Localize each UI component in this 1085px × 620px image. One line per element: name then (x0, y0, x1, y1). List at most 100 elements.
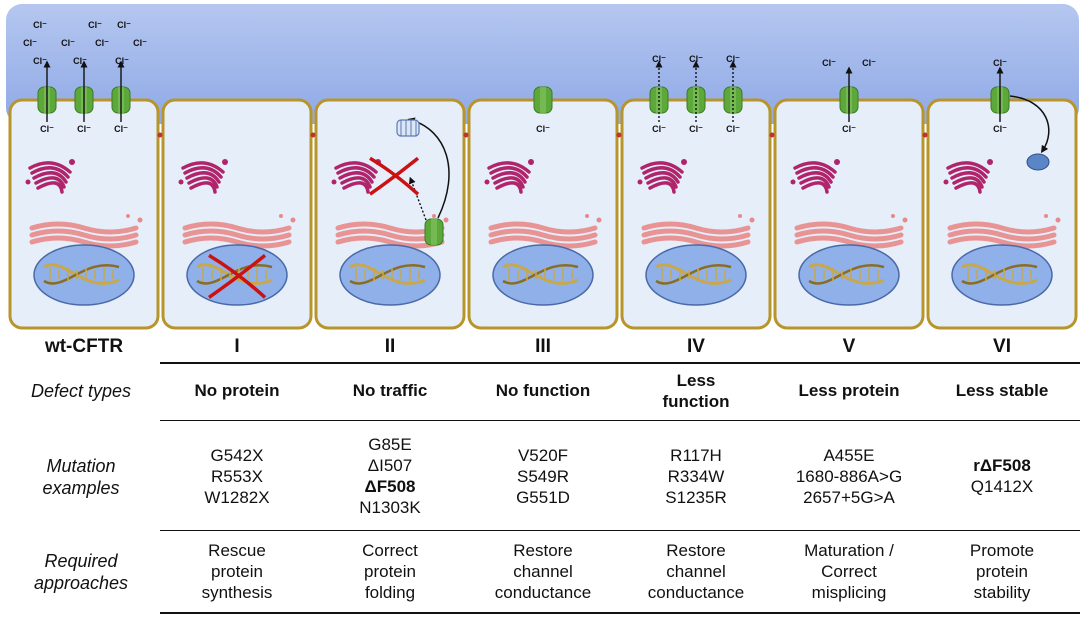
golgi-cisterna (189, 181, 217, 194)
cell-diagram: Cl⁻Cl⁻Cl⁻Cl⁻Cl⁻Cl⁻Cl⁻Cl⁻Cl⁻Cl⁻Cl⁻Cl⁻Cl⁻C… (6, 4, 1079, 330)
er-vesicle (290, 217, 296, 223)
mutation-line: 1680-886A>G (795, 466, 903, 486)
golgi-icon (637, 159, 687, 194)
golgi-cisterna (950, 171, 986, 184)
chloride-ion-label: Cl⁻ (73, 56, 87, 66)
er-membrane (182, 228, 292, 242)
er-membrane (794, 221, 904, 235)
approach-line: stability (973, 583, 1031, 602)
er-membrane (794, 235, 904, 249)
mutation-line: A455E (823, 445, 875, 465)
row-label-mutation-line: Mutation (46, 456, 116, 476)
golgi-cisterna (640, 161, 684, 174)
golgi-cisterna (342, 181, 370, 194)
golgi-cisterna (338, 171, 374, 184)
column-header: II (384, 336, 396, 357)
mutation-line: W1282X (204, 487, 270, 507)
er-vesicle (596, 217, 602, 223)
golgi-vesicle (637, 179, 643, 185)
cell-1 (157, 98, 313, 330)
chloride-ion-label: Cl⁻ (822, 58, 836, 68)
golgi-vesicle (790, 179, 796, 185)
chloride-ion-label: Cl⁻ (726, 124, 740, 134)
golgi-vesicle (528, 159, 534, 165)
golgi-cisterna (487, 161, 531, 174)
mutation-line: G85E (368, 435, 412, 454)
cell-6: Cl⁻Cl⁻ (922, 58, 1078, 330)
chloride-ion-label: Cl⁻ (23, 38, 37, 48)
golgi-vesicle (222, 159, 228, 165)
column-header: I (234, 336, 240, 357)
cross-stroke (368, 156, 420, 196)
golgi-icon (25, 159, 75, 194)
er-membrane (947, 235, 1057, 249)
cell-4: Cl⁻Cl⁻Cl⁻Cl⁻Cl⁻Cl⁻ (616, 54, 772, 330)
defect-line: No function (495, 381, 591, 400)
mutation-line: Q1412X (970, 477, 1034, 496)
mutation-line: ΔI507 (367, 456, 413, 475)
defect-cell: No function (468, 380, 618, 401)
proteasome-body (396, 119, 420, 137)
column-header: IV (687, 336, 705, 357)
er-membrane (488, 228, 598, 242)
tight-junction (922, 132, 928, 138)
chloride-ion-label: Cl⁻ (88, 20, 102, 30)
golgi-cisterna (491, 171, 527, 184)
golgi-icon (790, 159, 840, 194)
nucleus-membrane (339, 244, 441, 306)
golgi-cisterna (793, 161, 837, 174)
er-vesicle (432, 214, 436, 218)
golgi-cisterna (340, 176, 372, 189)
endoplasmic-reticulum-icon (947, 214, 1061, 249)
defect-cell: No traffic (315, 380, 465, 401)
chloride-ion-label: Cl⁻ (993, 58, 1007, 68)
tight-junction (769, 132, 775, 138)
golgi-cisterna (489, 166, 529, 179)
endoplasmic-reticulum-icon (794, 214, 908, 249)
tight-junction (463, 132, 469, 138)
golgi-cisterna (799, 176, 831, 189)
nucleus-icon (33, 244, 135, 306)
er-vesicle (902, 217, 908, 223)
nucleus-icon (798, 244, 900, 306)
dna-strand (502, 264, 579, 285)
defect-line: Less protein (798, 381, 900, 400)
lumen-background (6, 4, 1079, 124)
er-vesicle (443, 217, 449, 223)
approach-line: Restore (666, 541, 726, 560)
degraded-protein-icon (1026, 153, 1050, 171)
column-header: VI (993, 336, 1011, 357)
mutation-line: R117H (670, 445, 722, 465)
golgi-cisterna (648, 181, 676, 194)
approach-line: channel (666, 562, 726, 581)
er-membrane (29, 228, 139, 242)
approach-line: protein (976, 562, 1028, 581)
golgi-cisterna (948, 166, 988, 179)
chloride-ion-label: Cl⁻ (114, 124, 128, 134)
approach-line: conductance (647, 583, 745, 602)
er-membrane (335, 235, 445, 249)
defect-cell: Less protein (774, 380, 924, 401)
cross-stroke (207, 254, 267, 299)
approach-line: synthesis (201, 583, 273, 602)
golgi-vesicle (331, 179, 337, 185)
defect-cell: No protein (162, 380, 312, 401)
chloride-ion-label: Cl⁻ (40, 124, 54, 134)
defect-rule (160, 420, 1080, 421)
row-label-mutation-line: examples (42, 478, 120, 498)
row-label-approach: Required approaches (0, 550, 162, 594)
row-label-defect: Defect types (30, 381, 132, 401)
nucleus-icon (339, 244, 441, 306)
mutation-rule (160, 530, 1080, 531)
golgi-cisterna (946, 161, 990, 174)
row-label-approach-line: approaches (33, 573, 129, 593)
defect-cell: Less stable (927, 380, 1077, 401)
